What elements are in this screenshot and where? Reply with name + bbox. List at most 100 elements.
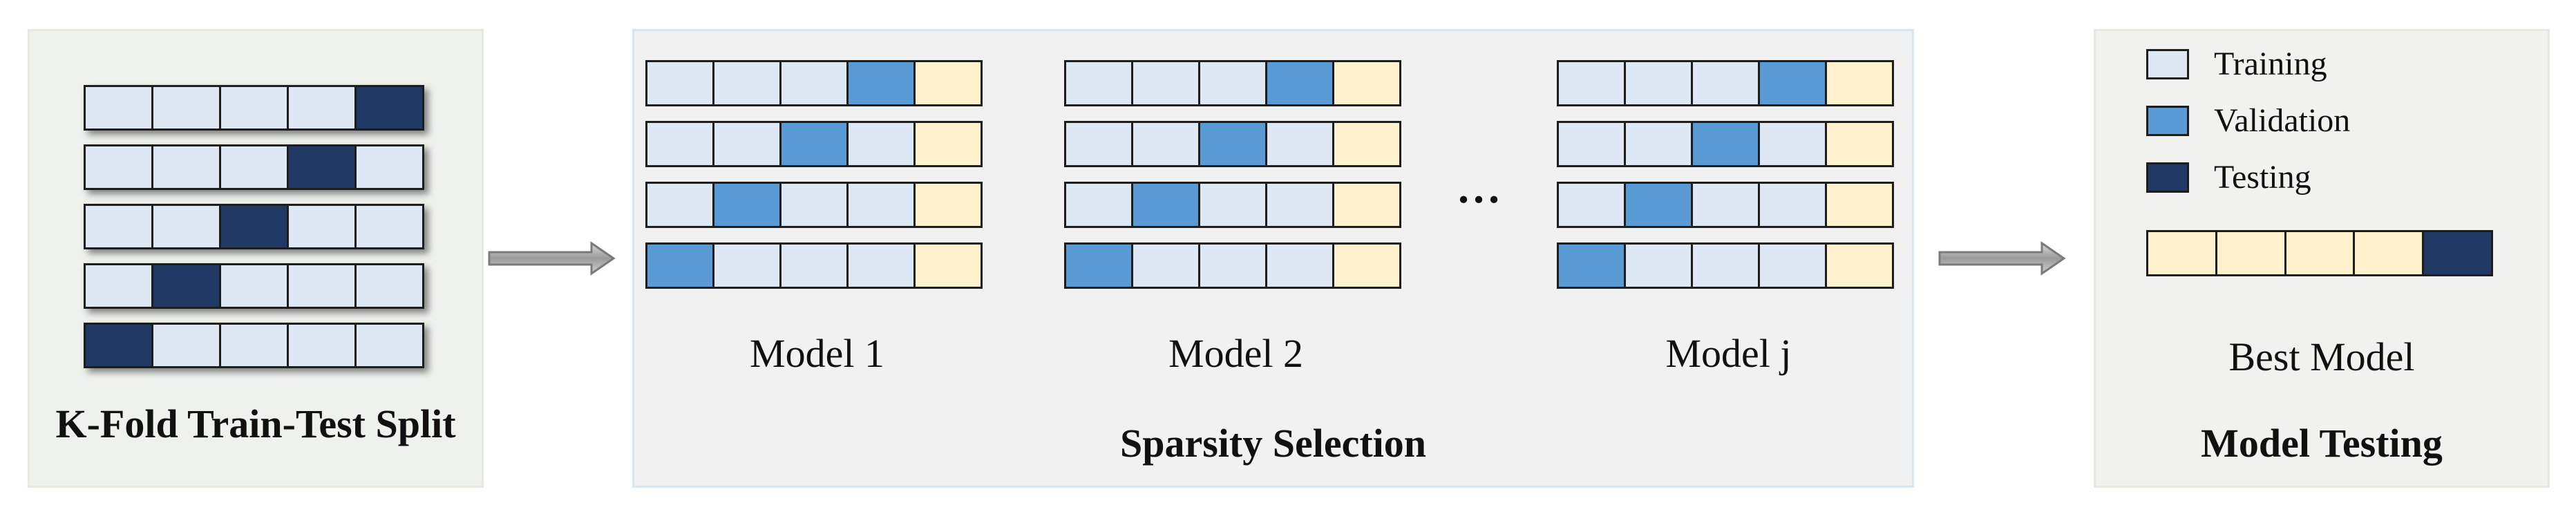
fold-cell-test [1825, 242, 1894, 289]
fold-cell-training [1624, 242, 1693, 289]
fold-cell-test [2146, 230, 2217, 276]
fold-cell-testing [151, 263, 221, 309]
fold-cell-training [1758, 242, 1827, 289]
fold-cell-training [84, 144, 153, 190]
fold-cell-training [712, 242, 782, 289]
fold-cell-training [287, 204, 357, 249]
fold-cell-training [1557, 121, 1626, 167]
fold-cell-training [1198, 60, 1267, 106]
fold-cell-test [913, 242, 983, 289]
legend-swatch [2146, 162, 2189, 193]
legend-item-training: Training [2146, 45, 2327, 83]
kfold-fold-row [84, 263, 424, 309]
fold-cell-test [1332, 121, 1401, 167]
fold-cell-training [779, 242, 849, 289]
fold-cell-test [2215, 230, 2286, 276]
fold-cell-training [846, 121, 916, 167]
fold-cell-training [354, 144, 424, 190]
testing-title: Model Testing [2201, 421, 2443, 466]
fold-cell-test [1825, 60, 1894, 106]
fold-cell-training [1758, 121, 1827, 167]
best-model-label: Best Model [2228, 334, 2415, 379]
fold-cell-validation [1131, 182, 1200, 228]
fold-cell-training [219, 85, 289, 131]
fold-cell-training [354, 263, 424, 309]
fold-cell-training [645, 60, 714, 106]
fold-cell-training [151, 85, 221, 131]
legend-label: Validation [2214, 102, 2351, 139]
fold-cell-validation [1624, 182, 1693, 228]
fold-cell-training [354, 323, 424, 368]
model-fold-row [1064, 242, 1401, 289]
fold-cell-training [846, 242, 916, 289]
fold-cell-test [913, 121, 983, 167]
fold-cell-validation [1691, 121, 1760, 167]
fold-cell-training [151, 144, 221, 190]
model-label: Model 2 [1168, 331, 1303, 376]
fold-cell-training [151, 323, 221, 368]
fold-cell-testing [354, 85, 424, 131]
fold-cell-validation [645, 242, 714, 289]
fold-cell-test [1332, 242, 1401, 289]
fold-cell-test [1825, 182, 1894, 228]
model-fold-row [1064, 60, 1401, 106]
model-fold-row [1064, 121, 1401, 167]
fold-cell-training [1131, 242, 1200, 289]
fold-cell-test [1332, 60, 1401, 106]
legend-item-validation: Validation [2146, 102, 2350, 140]
fold-cell-training [1557, 60, 1626, 106]
fold-cell-training [1265, 121, 1334, 167]
fold-cell-training [287, 323, 357, 368]
fold-cell-training [287, 263, 357, 309]
fold-cell-validation [1758, 60, 1827, 106]
fold-cell-training [1691, 60, 1760, 106]
fold-cell-training [712, 60, 782, 106]
model-fold-row [645, 60, 983, 106]
legend-label: Testing [2214, 159, 2311, 196]
best-model-fold-row [2146, 230, 2493, 276]
fold-cell-training [1064, 121, 1133, 167]
fold-cell-training [84, 85, 153, 131]
fold-cell-validation [1064, 242, 1133, 289]
sparsity-title: Sparsity Selection [1119, 421, 1427, 466]
fold-cell-training [1131, 121, 1200, 167]
fold-cell-training [1265, 242, 1334, 289]
fold-cell-testing [84, 323, 153, 368]
fold-cell-test [1825, 121, 1894, 167]
fold-cell-training [779, 182, 849, 228]
kfold-fold-row [84, 323, 424, 368]
arrow-right-icon [488, 241, 616, 276]
kfold-title: K-Fold Train-Test Split [55, 401, 456, 446]
fold-cell-validation [779, 121, 849, 167]
kfold-fold-row [84, 144, 424, 190]
fold-cell-validation [1198, 121, 1267, 167]
fold-cell-training [1198, 182, 1267, 228]
fold-cell-training [645, 182, 714, 228]
fold-cell-training [354, 204, 424, 249]
fold-cell-training [1198, 242, 1267, 289]
fold-cell-training [1691, 242, 1760, 289]
fold-cell-validation [846, 60, 916, 106]
fold-cell-training [1064, 182, 1133, 228]
fold-cell-testing [287, 144, 357, 190]
model-fold-row [1064, 182, 1401, 228]
fold-cell-training [1691, 182, 1760, 228]
fold-cell-training [219, 263, 289, 309]
fold-cell-test [2284, 230, 2356, 276]
kfold-panel: K-Fold Train-Test Split [28, 29, 484, 488]
legend-swatch [2146, 105, 2189, 136]
fold-cell-training [1265, 182, 1334, 228]
model-fold-row [1557, 121, 1894, 167]
fold-cell-training [712, 121, 782, 167]
model-fold-row [1557, 242, 1894, 289]
fold-cell-validation [1557, 242, 1626, 289]
kfold-fold-row [84, 85, 424, 131]
legend-swatch [2146, 48, 2189, 79]
fold-cell-training [1624, 60, 1693, 106]
fold-cell-training [1557, 182, 1626, 228]
fold-cell-training [219, 144, 289, 190]
model-fold-row [1557, 182, 1894, 228]
model-fold-row [645, 182, 983, 228]
fold-cell-testing [219, 204, 289, 249]
